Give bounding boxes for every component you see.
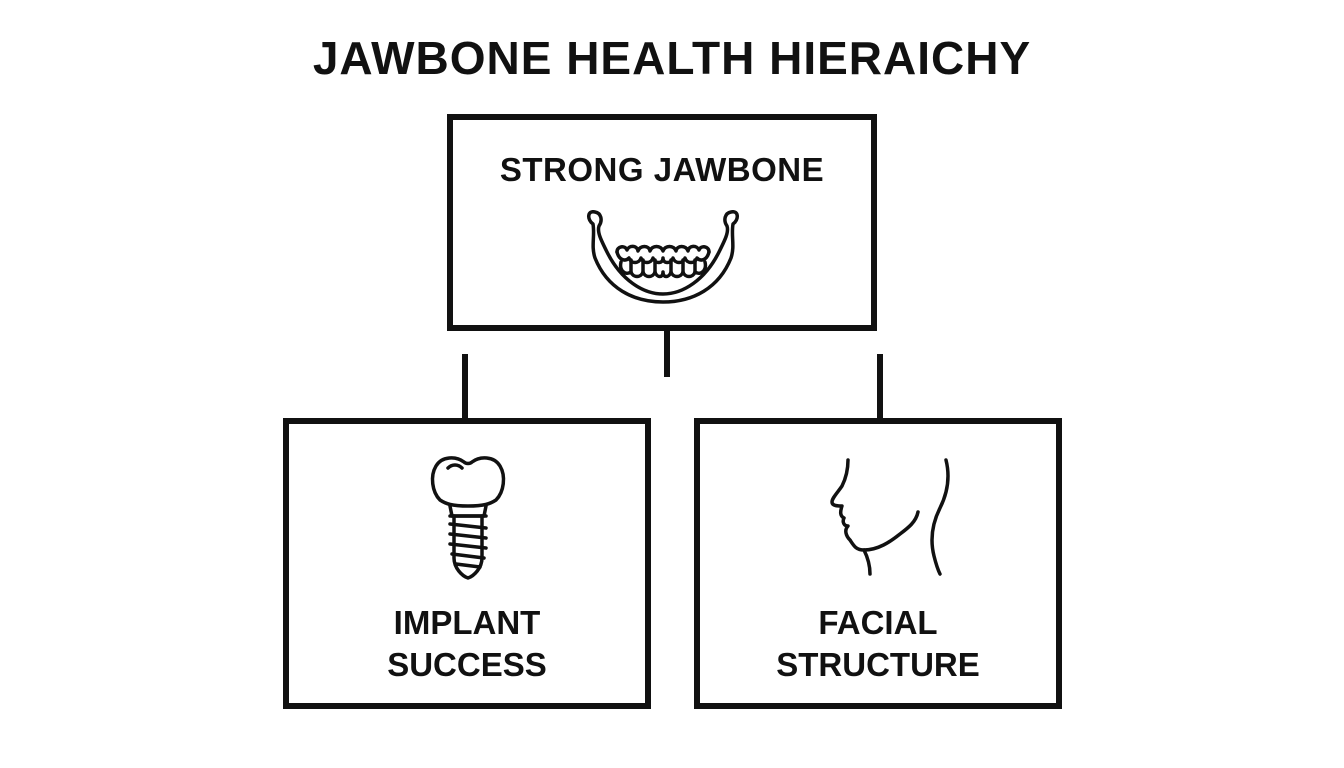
label-line-2: STRUCTURE — [776, 646, 980, 683]
label-line-1: IMPLANT — [393, 604, 541, 641]
child-node-facial-structure: FACIAL STRUCTURE — [694, 418, 1062, 709]
diagram-title: JAWBONE HEALTH HIERAICHY — [312, 32, 1032, 84]
child-node-label: IMPLANT SUCCESS — [289, 602, 645, 686]
child-node-implant-success: IMPLANT SUCCESS — [283, 418, 651, 709]
root-node-label: STRONG JAWBONE — [499, 151, 825, 188]
face-profile-icon — [830, 458, 950, 576]
child-node-label: FACIAL STRUCTURE — [700, 602, 1056, 686]
connector-implant-success — [462, 354, 468, 418]
connector-facial-structure — [877, 354, 883, 418]
dental-implant-icon — [430, 456, 506, 580]
jawbone-icon — [587, 210, 739, 304]
connector-root — [664, 331, 670, 377]
root-node-strong-jawbone: STRONG JAWBONE — [447, 114, 877, 331]
label-line-1: FACIAL — [818, 604, 938, 641]
label-line-2: SUCCESS — [387, 646, 547, 683]
